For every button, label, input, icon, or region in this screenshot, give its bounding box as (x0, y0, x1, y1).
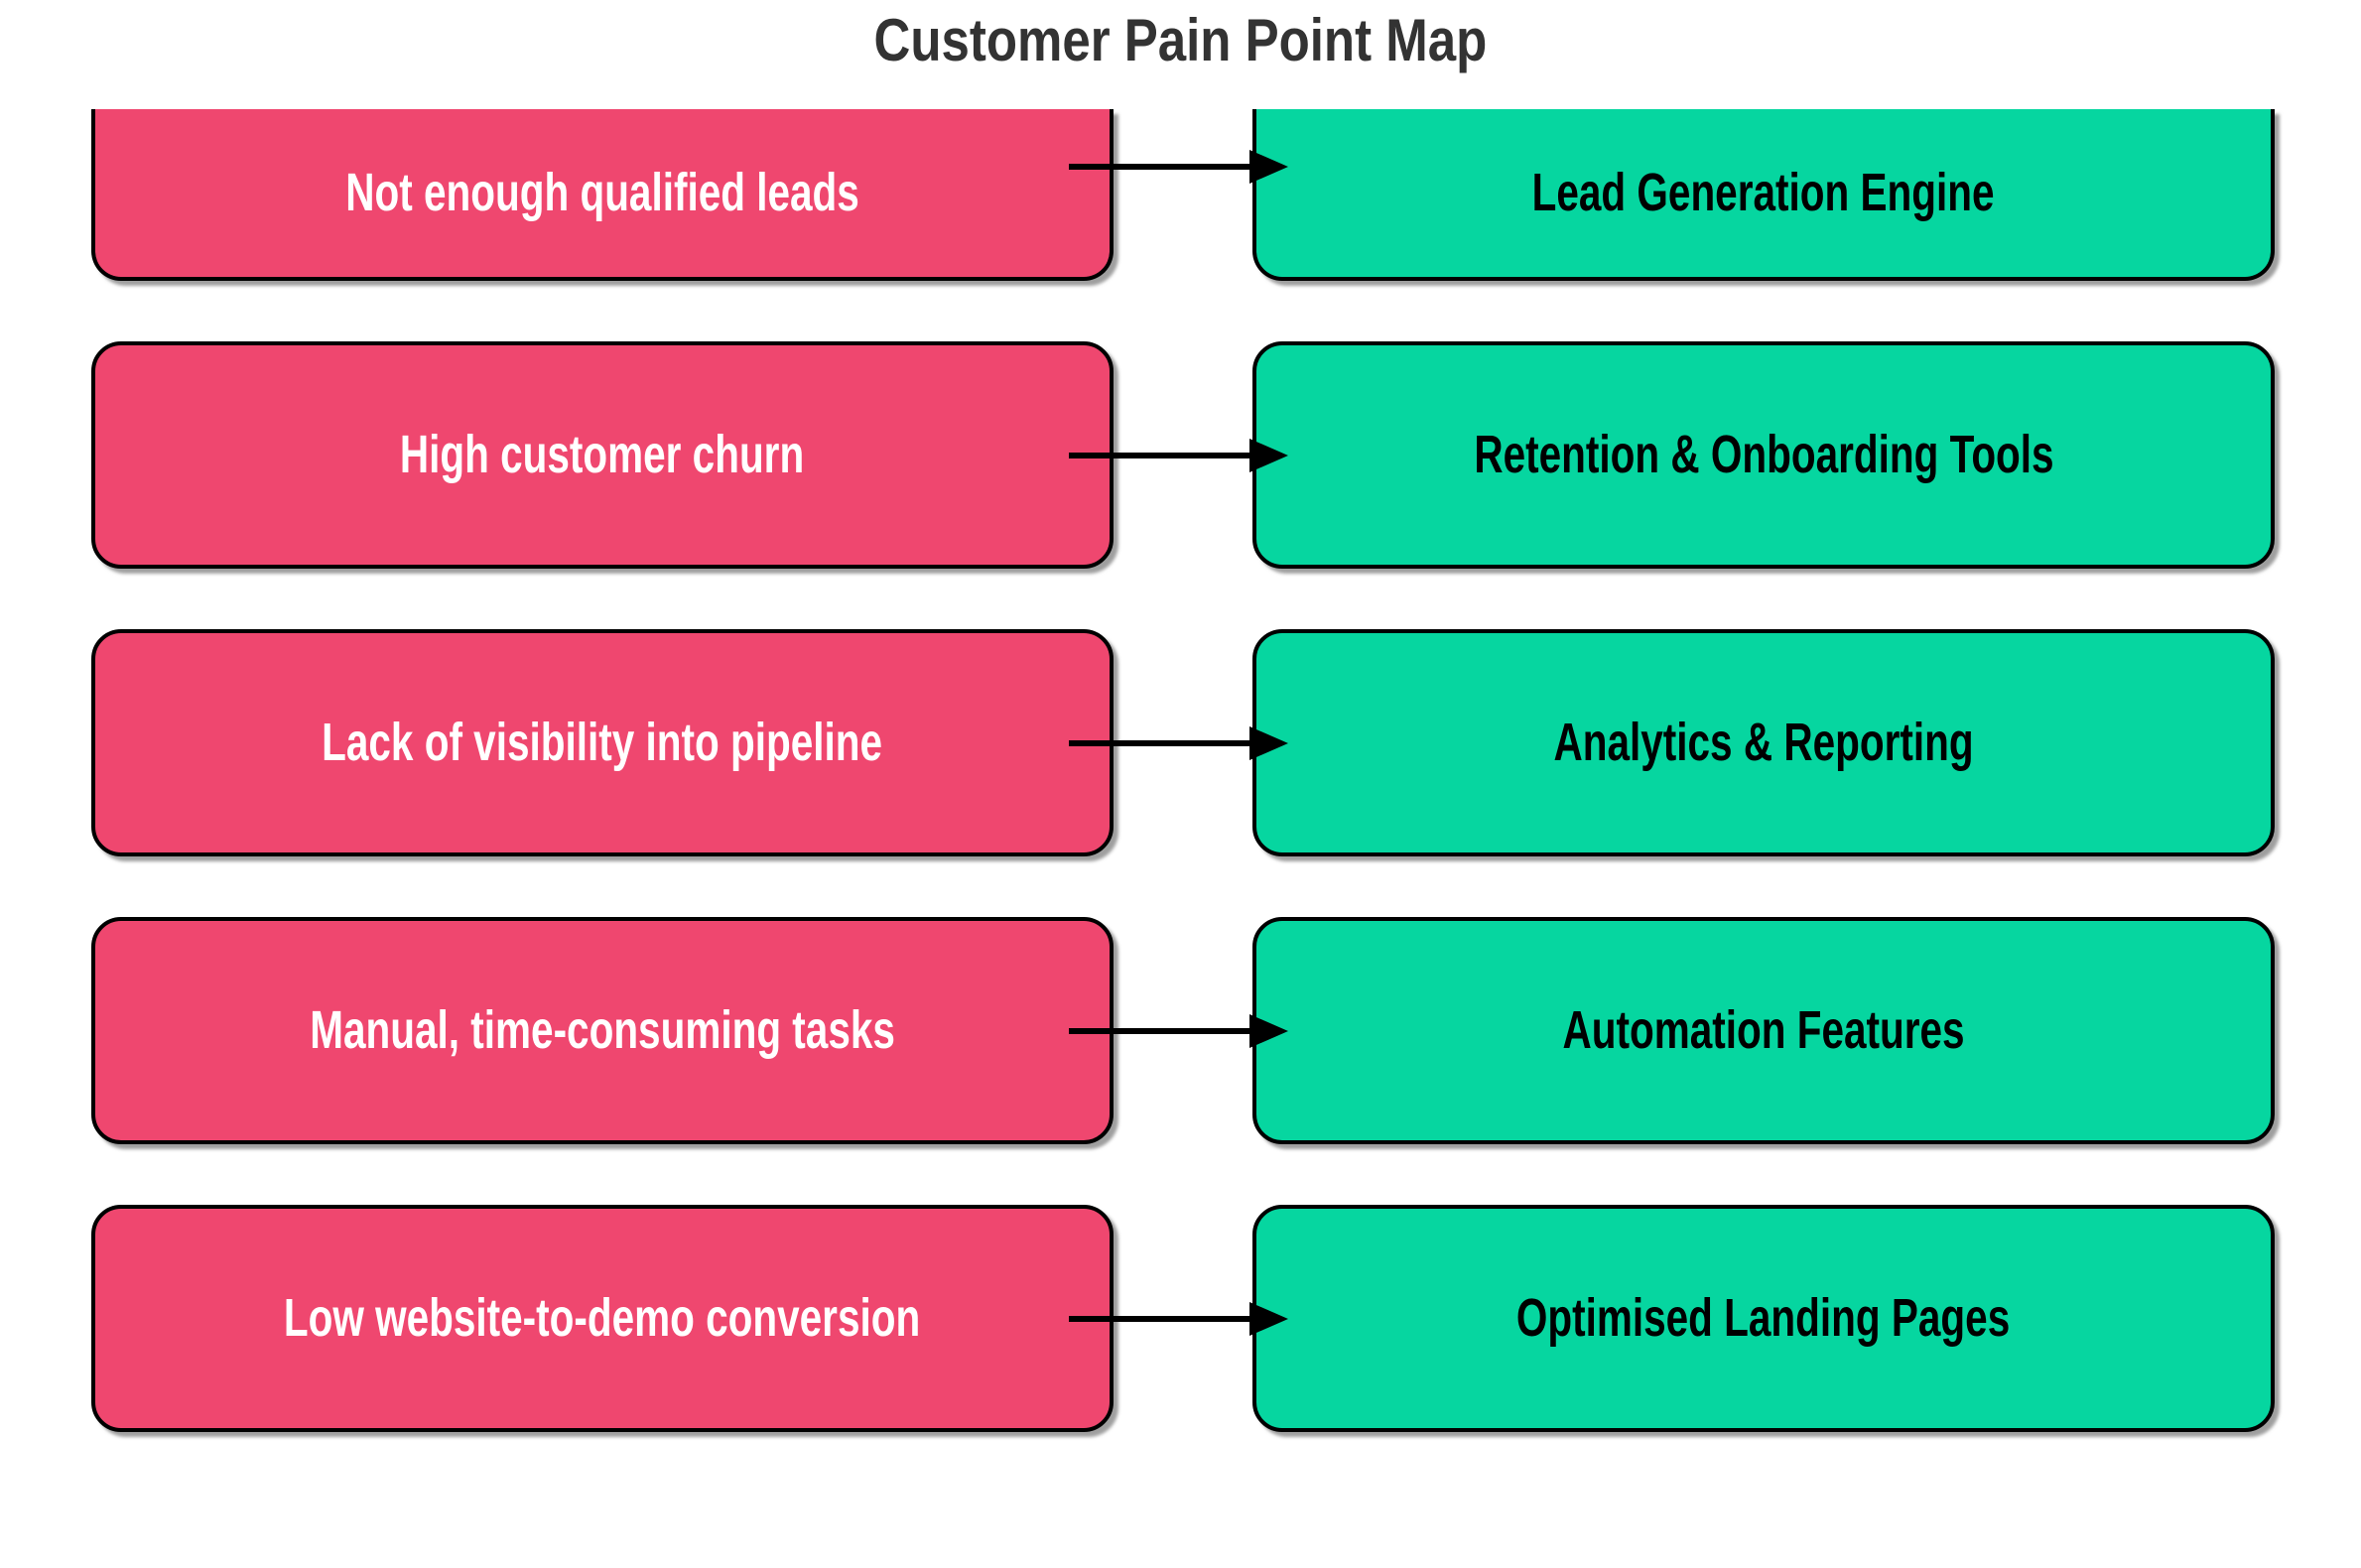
solution-box: Retention & Onboarding Tools (1252, 341, 2275, 569)
arrow-shaft (1069, 164, 1255, 170)
solution-label: Automation Features (1562, 999, 1965, 1060)
map-row: Not enough qualified leads Lead Generati… (0, 109, 2361, 281)
pain-label: Low website-to-demo conversion (284, 1287, 921, 1348)
arrow-shaft (1069, 739, 1255, 746)
diagram-title-text: Customer Pain Point Map (873, 7, 1488, 73)
pain-label: Not enough qualified leads (345, 162, 859, 222)
solution-box: Automation Features (1252, 917, 2275, 1144)
arrow-head (1249, 725, 1288, 760)
pain-box: Low website-to-demo conversion (91, 1205, 1114, 1432)
pain-box: High customer churn (91, 341, 1114, 569)
pain-label: Manual, time-consuming tasks (310, 999, 895, 1060)
solution-label: Lead Generation Engine (1532, 162, 1995, 222)
map-row: High customer churn Retention & Onboardi… (0, 341, 2361, 569)
pain-label: High customer churn (400, 424, 805, 484)
solution-box: Optimised Landing Pages (1252, 1205, 2275, 1432)
map-row: Low website-to-demo conversion Optimised… (0, 1205, 2361, 1432)
solution-label: Optimised Landing Pages (1516, 1287, 2011, 1348)
arrow-head (1249, 438, 1288, 472)
map-row: Lack of visibility into pipeline Analyti… (0, 629, 2361, 856)
arrow-head (1249, 1013, 1288, 1048)
map-row: Manual, time-consuming tasks Automation … (0, 917, 2361, 1144)
pain-label: Lack of visibility into pipeline (322, 712, 883, 772)
pain-box: Not enough qualified leads (91, 109, 1114, 281)
arrow-shaft (1069, 1315, 1255, 1322)
arrow-shaft (1069, 1027, 1255, 1034)
arrow-head (1249, 150, 1288, 184)
solution-box: Analytics & Reporting (1252, 629, 2275, 856)
arrow-shaft (1069, 452, 1255, 458)
pain-box: Manual, time-consuming tasks (91, 917, 1114, 1144)
solution-label: Analytics & Reporting (1553, 712, 1974, 772)
pain-box: Lack of visibility into pipeline (91, 629, 1114, 856)
diagram-title: Customer Pain Point Map (0, 6, 2361, 74)
solution-box: Lead Generation Engine (1252, 109, 2275, 281)
solution-label: Retention & Onboarding Tools (1473, 424, 2054, 484)
arrow-head (1249, 1301, 1288, 1336)
